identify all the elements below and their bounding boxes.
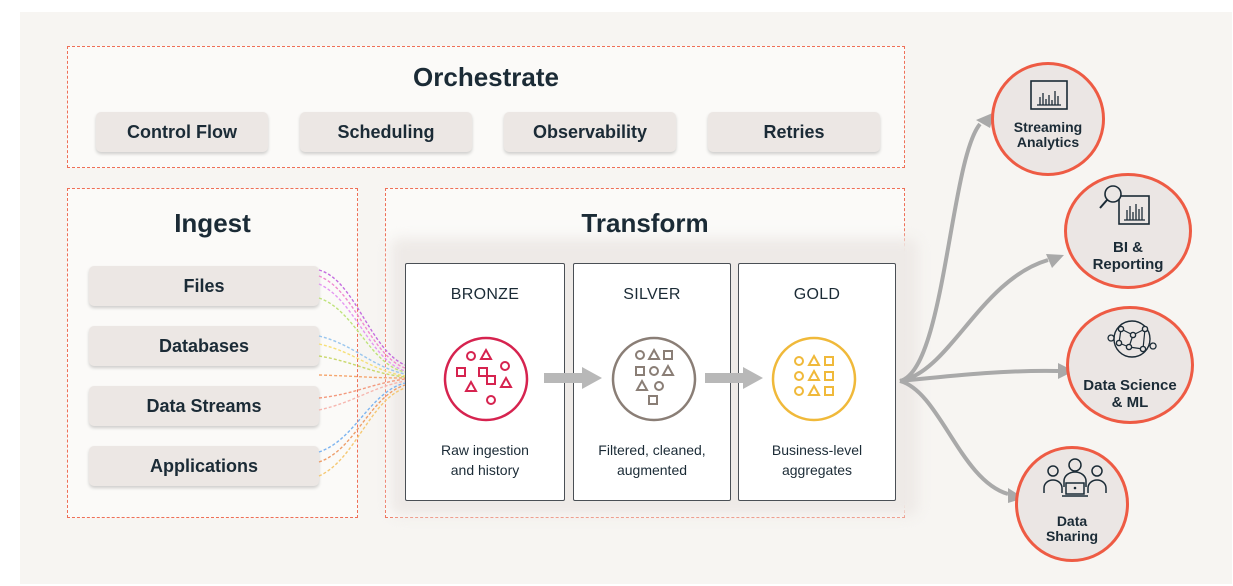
ingest-title: Ingest bbox=[174, 208, 251, 238]
silver-to-gold-arrow bbox=[705, 367, 763, 389]
silver-stage: SILVER Filtered, cleaned, augmented bbox=[573, 263, 731, 501]
gold-stage: GOLD Business-level aggregates bbox=[738, 263, 896, 501]
silver-stage-title: SILVER bbox=[623, 286, 681, 303]
ingest-source-data-streams: Data Streams bbox=[89, 386, 319, 426]
orchestrate-item-scheduling: Scheduling bbox=[300, 112, 472, 152]
bar-chart-icon bbox=[1030, 80, 1068, 110]
output-bi-reporting: BI & Reporting bbox=[1064, 173, 1192, 289]
output-label-bi-reporting: BI & Reporting bbox=[1092, 239, 1164, 273]
bronze-to-silver-arrow bbox=[544, 367, 602, 389]
output-data-science-ml: Data Science & ML bbox=[1066, 306, 1194, 424]
output-streaming-analytics: Streaming Analytics bbox=[991, 62, 1105, 176]
gold-shapes-icon bbox=[771, 336, 857, 422]
network-graph-icon bbox=[1107, 320, 1157, 358]
silver-shapes-icon bbox=[611, 336, 697, 422]
people-sharing-icon bbox=[1043, 458, 1107, 497]
bronze-stage-description: Raw ingestion and history bbox=[441, 442, 529, 478]
gold-stage-title: GOLD bbox=[793, 286, 841, 303]
orchestrate-item-retries: Retries bbox=[708, 112, 880, 152]
output-label-data-science-ml: Data Science & ML bbox=[1083, 377, 1177, 411]
silver-stage-description: Filtered, cleaned, augmented bbox=[598, 442, 706, 478]
orchestrate-title: Orchestrate bbox=[413, 62, 559, 92]
bronze-stage-title: BRONZE bbox=[450, 286, 520, 303]
ingest-source-databases: Databases bbox=[89, 326, 319, 366]
gold-stage-description: Business-level aggregates bbox=[771, 442, 863, 478]
bronze-stage: BRONZE Raw ingestion and history bbox=[405, 263, 565, 501]
orchestrate-item-control-flow: Control Flow bbox=[96, 112, 268, 152]
transform-title: Transform bbox=[581, 208, 709, 238]
output-data-sharing: Data Sharing bbox=[1015, 446, 1129, 562]
output-label-streaming-analytics: Streaming Analytics bbox=[1013, 119, 1083, 150]
bronze-shapes-icon bbox=[443, 336, 529, 422]
ingest-source-applications: Applications bbox=[89, 446, 319, 486]
orchestrate-item-observability: Observability bbox=[504, 112, 676, 152]
output-label-data-sharing: Data Sharing bbox=[1045, 513, 1099, 544]
ingest-source-files: Files bbox=[89, 266, 319, 306]
magnifier-chart-icon bbox=[1099, 185, 1150, 225]
